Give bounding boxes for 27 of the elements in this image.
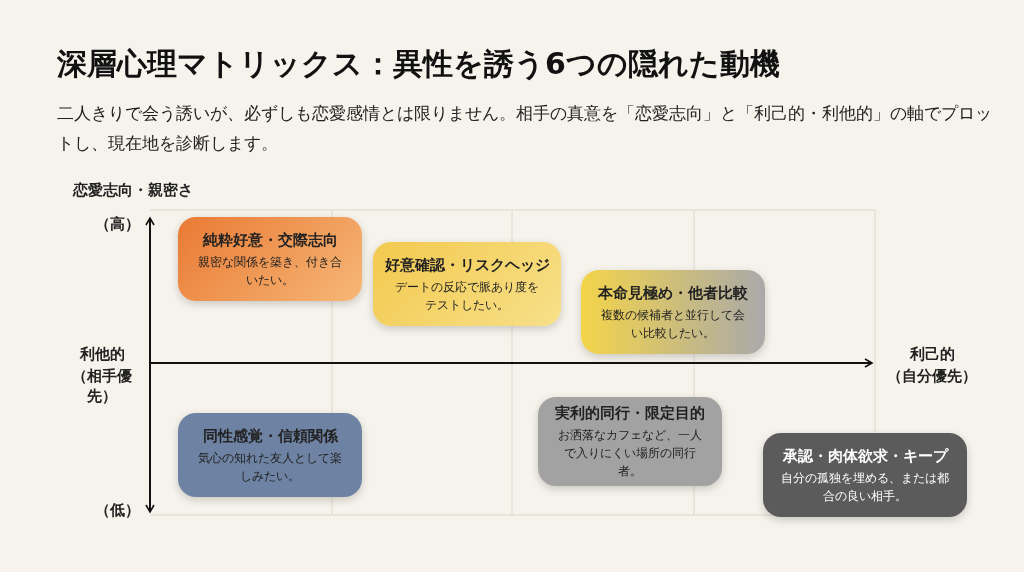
axis-label: 利己的 xyxy=(908,344,956,364)
card-heading: 純粋好意・交際志向 xyxy=(202,229,338,250)
motive-card xyxy=(178,413,362,497)
axis-label: 利他的 xyxy=(78,344,126,364)
axis-label: （相手優先） xyxy=(71,366,133,406)
axis-label: （自分優先） xyxy=(886,366,978,386)
card-heading: 好意確認・リスクヘッジ xyxy=(384,254,550,275)
card-heading: 承認・肉体欲求・キープ xyxy=(782,445,948,466)
motive-card xyxy=(581,270,765,354)
card-heading: 実利的同行・限定目的 xyxy=(555,403,705,423)
card-heading: 同性感覚・信頼関係 xyxy=(202,425,338,446)
axis-label: （低） xyxy=(93,500,141,520)
axis-label: （高） xyxy=(93,214,141,234)
card-description: 親密な関係を築き、付き合いたい。 xyxy=(197,253,343,289)
card-description: デートの反応で脈あり度をテストしたい。 xyxy=(394,278,540,314)
card-description: 自分の孤独を埋める、または都合の良い相手。 xyxy=(781,469,949,505)
motive-card xyxy=(178,217,362,301)
motive-card xyxy=(763,433,967,517)
card-description: 気心の知れた友人として楽しみたい。 xyxy=(197,449,343,485)
motive-card xyxy=(538,397,722,486)
axis-label: 恋愛志向・親密さ xyxy=(73,180,194,200)
card-description: 複数の候補者と並行して会い比較したい。 xyxy=(600,306,746,342)
card-description: お洒落なカフェなど、一人で入りにくい場所の同行者。 xyxy=(557,427,703,480)
title: 深層心理マトリックス：異性を誘う6つの隠れた動機 xyxy=(57,45,780,83)
motive-card xyxy=(373,242,561,326)
card-heading: 本命見極め・他者比較 xyxy=(598,282,748,303)
description-text: 二人きりで会う誘いが、必ずしも恋愛感情とは限りません。相手の真意を「恋愛志向」と「利己的・利他的」の軸でプロットし、現在地を診断します。 xyxy=(57,102,993,155)
